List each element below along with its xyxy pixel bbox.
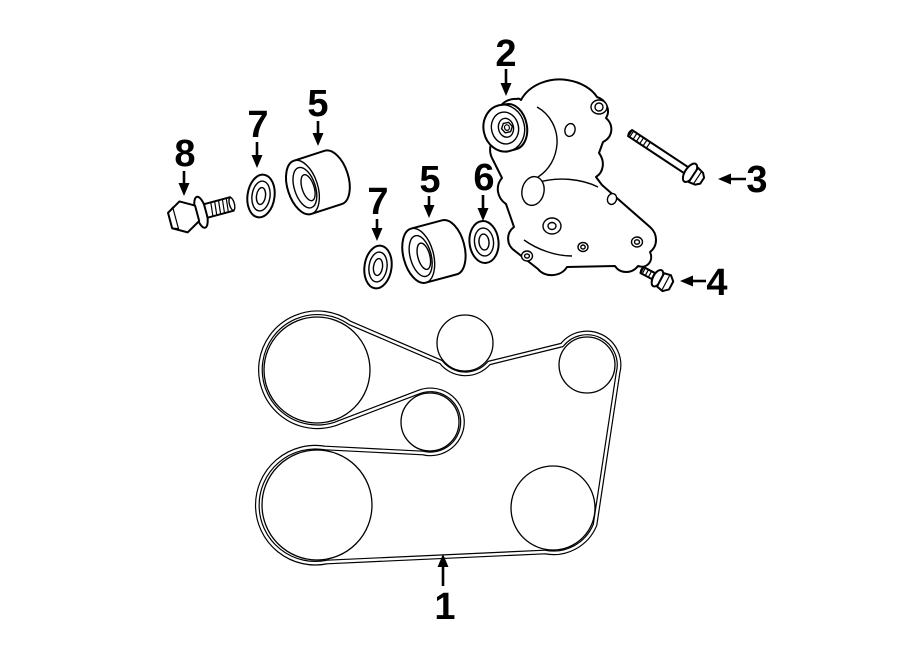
washer-6-figure — [468, 220, 500, 264]
idler-pulley-upper-groove — [292, 166, 318, 209]
idler-pulley-upper-bore — [300, 174, 316, 202]
idler-pulley-upper-rim — [285, 159, 321, 216]
callout-6: 6 — [473, 157, 495, 221]
tensioner-pulley — [482, 103, 529, 153]
pulley-circle-top-right — [558, 336, 616, 394]
washer-7-upper-hole — [255, 186, 267, 206]
tensioner-pulley-hub — [497, 117, 515, 138]
callout-8: 8 — [174, 133, 196, 196]
pulley-bolt-figure — [166, 195, 236, 234]
callout-4-number: 4 — [706, 262, 727, 304]
bracket-side-hole — [564, 122, 576, 138]
washer-7-upper-mid — [251, 180, 271, 212]
pulley-circle-center-idler — [400, 392, 460, 452]
idler-pulley-lower-figure — [401, 219, 467, 284]
washer-7-lower-figure — [363, 244, 393, 290]
tensioner-assembly-figure — [482, 78, 657, 277]
callout-8-arrow-head — [178, 183, 190, 196]
callout-2-number: 2 — [495, 33, 516, 75]
long-bolt-figure — [627, 128, 706, 186]
tensioner-pulley-groove — [490, 111, 520, 145]
callout-4-arrow-head — [680, 275, 693, 287]
callout-8-number: 8 — [174, 133, 195, 175]
washer-6-hole — [478, 233, 490, 251]
idler-pulley-lower-bore — [416, 242, 432, 271]
callout-7-upper-arrow-head — [251, 155, 263, 168]
washer-7-upper-outer — [246, 173, 276, 219]
idler-pulley-lower-rim — [401, 227, 436, 284]
tensioner-pulley-rim — [482, 104, 526, 153]
idler-pulley-upper-figure — [285, 149, 351, 216]
long-bolt-threads — [629, 130, 651, 149]
pulley-bolt-hex-facet — [167, 206, 180, 230]
callout-5-upper: 5 — [307, 83, 329, 146]
pulley-circle-bottom-right — [510, 465, 596, 551]
pulley-circle-bottom-left — [261, 449, 373, 561]
callout-7-upper-number: 7 — [247, 104, 268, 146]
washer-6-mid — [473, 227, 495, 257]
bracket-lug-hole-3-inner — [523, 253, 531, 259]
long-bolt-hex-facet — [692, 171, 703, 185]
tensioner-pulley-hex-center — [503, 124, 510, 131]
callout-3-arrow-head — [718, 173, 731, 185]
bracket-boss-ring-inner — [547, 221, 557, 231]
callout-3: 3 — [718, 159, 768, 201]
idler-pulley-lower-body — [401, 219, 467, 284]
washer-7-upper-figure — [246, 173, 276, 219]
callout-5-lower: 5 — [419, 159, 441, 218]
callout-1-arrow-head — [437, 554, 449, 567]
callout-6-arrow-head — [477, 208, 489, 221]
callout-7-upper: 7 — [247, 104, 269, 168]
long-bolt-shaft — [627, 128, 692, 176]
tensioner-pulley-hex-bolt — [500, 121, 514, 134]
pulley-circle-top-left — [263, 316, 371, 424]
bracket-plate-hole — [606, 192, 618, 206]
callout-4: 4 — [680, 262, 728, 304]
bracket-large-opening — [521, 175, 545, 207]
bracket-ear-hole — [594, 102, 604, 112]
callout-1-number: 1 — [434, 586, 455, 628]
callout-2: 2 — [495, 33, 517, 96]
belt-path-inner — [256, 311, 621, 565]
bracket-lug-hole-2-inner — [633, 239, 641, 245]
callout-5-upper-arrow-head — [312, 133, 324, 146]
short-bolt-figure — [639, 265, 675, 293]
callout-6-number: 6 — [473, 157, 494, 199]
bracket-fold-line-4 — [523, 239, 573, 257]
bracket-fold-line-2 — [537, 143, 558, 178]
washer-7-lower-outer — [363, 244, 393, 290]
pulley-bolt-tip — [228, 196, 236, 211]
short-bolt-hex-head — [656, 272, 675, 293]
washer-7-lower-mid — [368, 251, 388, 283]
short-bolt-threads — [641, 267, 656, 280]
short-bolt-hex-facet — [661, 275, 671, 291]
washer-6-outer — [468, 220, 500, 264]
bracket-fold-line-1 — [536, 106, 558, 145]
pulley-bolt-threads — [210, 198, 229, 217]
washer-7-lower-hole — [372, 257, 384, 277]
callout-2-arrow-head — [500, 83, 512, 96]
bracket-lug-hole-1-inner — [580, 244, 586, 250]
callout-7-lower-number: 7 — [367, 181, 388, 223]
callout-5-lower-number: 5 — [419, 159, 440, 201]
callout-5-lower-arrow-head — [423, 205, 435, 218]
pulley-circle-top-middle — [436, 314, 494, 372]
callout-7-lower: 7 — [367, 181, 389, 241]
serpentine-belt-figure — [254, 310, 622, 566]
callout-3-number: 3 — [746, 159, 767, 201]
idler-pulley-lower-groove — [408, 234, 433, 278]
callout-7-lower-arrow-head — [371, 228, 383, 241]
callout-5-upper-number: 5 — [307, 83, 328, 125]
long-bolt-hex-head — [687, 166, 706, 186]
callout-1: 1 — [434, 554, 456, 628]
